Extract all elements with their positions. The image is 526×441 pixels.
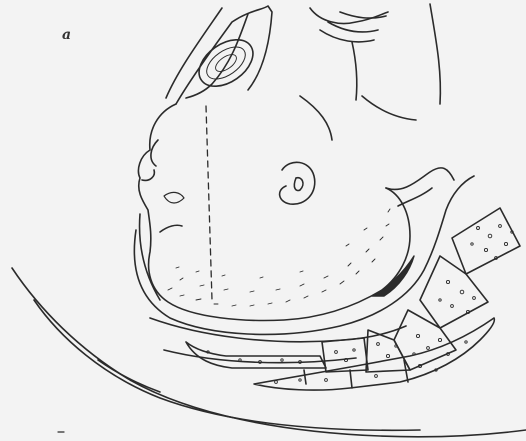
fetal-head bbox=[138, 104, 410, 320]
uterine-wall-outer bbox=[166, 8, 222, 98]
fetal-face bbox=[142, 140, 184, 232]
dark-tissue bbox=[372, 256, 414, 296]
fetal-ear bbox=[280, 162, 315, 204]
bone-texture bbox=[207, 225, 513, 384]
dashed-line bbox=[206, 106, 212, 300]
fetal-limb bbox=[300, 4, 440, 140]
hair-texture bbox=[168, 209, 390, 306]
posterior-wall-inner bbox=[398, 188, 432, 206]
posterior-wall bbox=[386, 168, 454, 190]
